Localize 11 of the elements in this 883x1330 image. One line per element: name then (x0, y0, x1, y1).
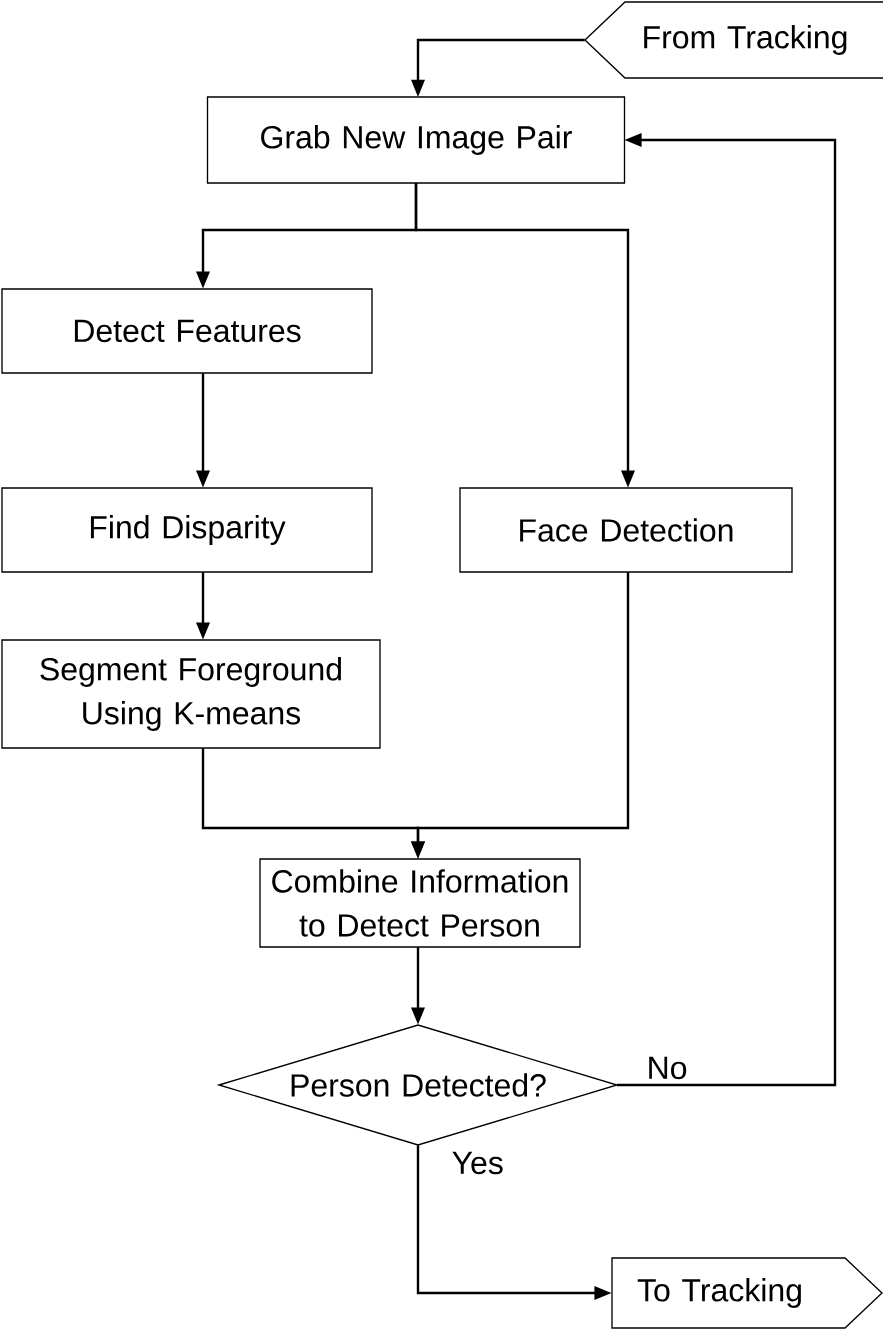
process-box: Face Detection (459, 487, 793, 573)
connector-pentagon: To Tracking (611, 1257, 883, 1329)
process-box: Find Disparity (1, 487, 373, 573)
connector-pentagon: From Tracking (584, 1, 883, 79)
process-box: Combine Information to Detect Person (259, 858, 581, 948)
process-box: Grab New Image Pair (206, 96, 626, 184)
process-box: Detect Features (1, 288, 373, 374)
arrow (616, 133, 837, 1087)
edge-label: No (645, 1055, 689, 1081)
edge-label: Yes (450, 1150, 506, 1176)
process-box: Segment Foreground Using K-means (1, 639, 381, 749)
